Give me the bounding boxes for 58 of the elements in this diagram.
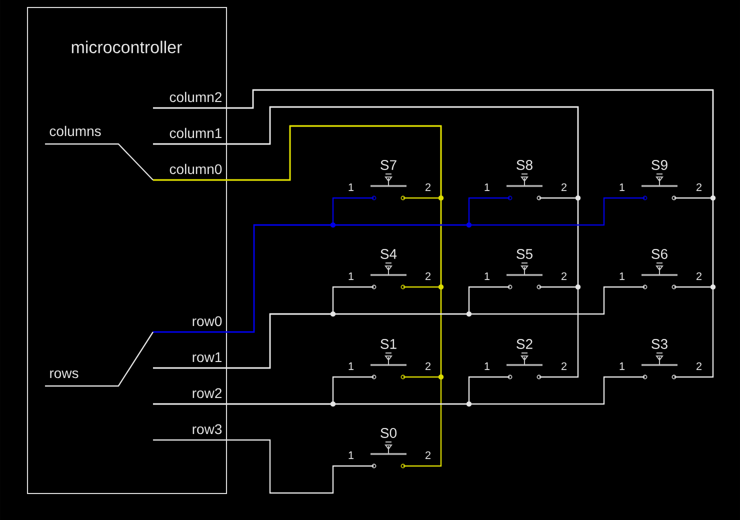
push-button-switch: S7 1 2	[348, 160, 430, 200]
wire	[153, 106, 579, 378]
node-label: 2	[425, 272, 431, 280]
push-button-switch: S3 1 2	[620, 339, 702, 380]
node-label: 2	[425, 362, 431, 370]
node-label: S0	[380, 428, 397, 438]
node-label: S2	[516, 339, 532, 349]
node-label: 1	[348, 272, 354, 280]
node-label: 2	[425, 183, 431, 191]
node-label: 2	[561, 183, 567, 191]
node-label: 2	[696, 362, 702, 370]
node-label: S8	[516, 160, 532, 170]
wire	[153, 197, 645, 333]
wire	[153, 439, 374, 494]
node-label: 1	[484, 183, 490, 191]
push-button-switch: S0 1 2	[348, 428, 430, 468]
wire	[153, 125, 442, 467]
node-label: 1	[348, 362, 354, 370]
push-button-switch: S5 1 2	[484, 249, 566, 290]
leader-line	[45, 332, 154, 387]
pin-label: column0	[170, 164, 222, 174]
node-label: 2	[561, 272, 567, 280]
node-label: 1	[484, 272, 490, 280]
node-label: 1	[484, 362, 490, 370]
node-label: 1	[620, 183, 625, 191]
wire	[153, 376, 645, 405]
wire	[153, 286, 645, 369]
pin-label: column1	[170, 128, 222, 138]
leader-line	[45, 143, 154, 180]
bus-label: columns	[50, 126, 101, 136]
push-button-switch: S4 1 2	[348, 249, 430, 290]
push-button-switch: S2 1 2	[484, 339, 566, 380]
pin-label: row1	[192, 352, 222, 362]
push-button-switch: S8 1 2	[484, 160, 566, 200]
node-label: S3	[652, 339, 668, 349]
pin-label: row2	[192, 388, 222, 398]
bus-label: rows	[50, 370, 78, 378]
pin-label: row3	[192, 424, 222, 434]
node-label: 2	[696, 183, 702, 191]
node-label: S6	[652, 249, 668, 259]
node-label: 1	[620, 362, 625, 370]
node-label: S7	[380, 160, 396, 170]
pin-label: row0	[192, 316, 222, 326]
push-button-switch: S1 1 2	[348, 339, 430, 380]
node-label: 1	[348, 451, 354, 459]
node-label: S9	[652, 160, 668, 170]
node-label: 1	[620, 272, 625, 280]
node-label: 2	[425, 451, 431, 459]
node-label: 1	[348, 183, 354, 191]
node-label: 2	[696, 272, 702, 280]
node-label: S1	[380, 339, 396, 349]
pin-label: column2	[170, 92, 222, 102]
node-label: 2	[561, 362, 567, 370]
node-label: S5	[516, 249, 532, 259]
node-label: S4	[380, 249, 397, 259]
push-button-switch: S6 1 2	[620, 249, 702, 290]
push-button-switch: S9 1 2	[620, 160, 702, 200]
wire	[153, 89, 714, 378]
